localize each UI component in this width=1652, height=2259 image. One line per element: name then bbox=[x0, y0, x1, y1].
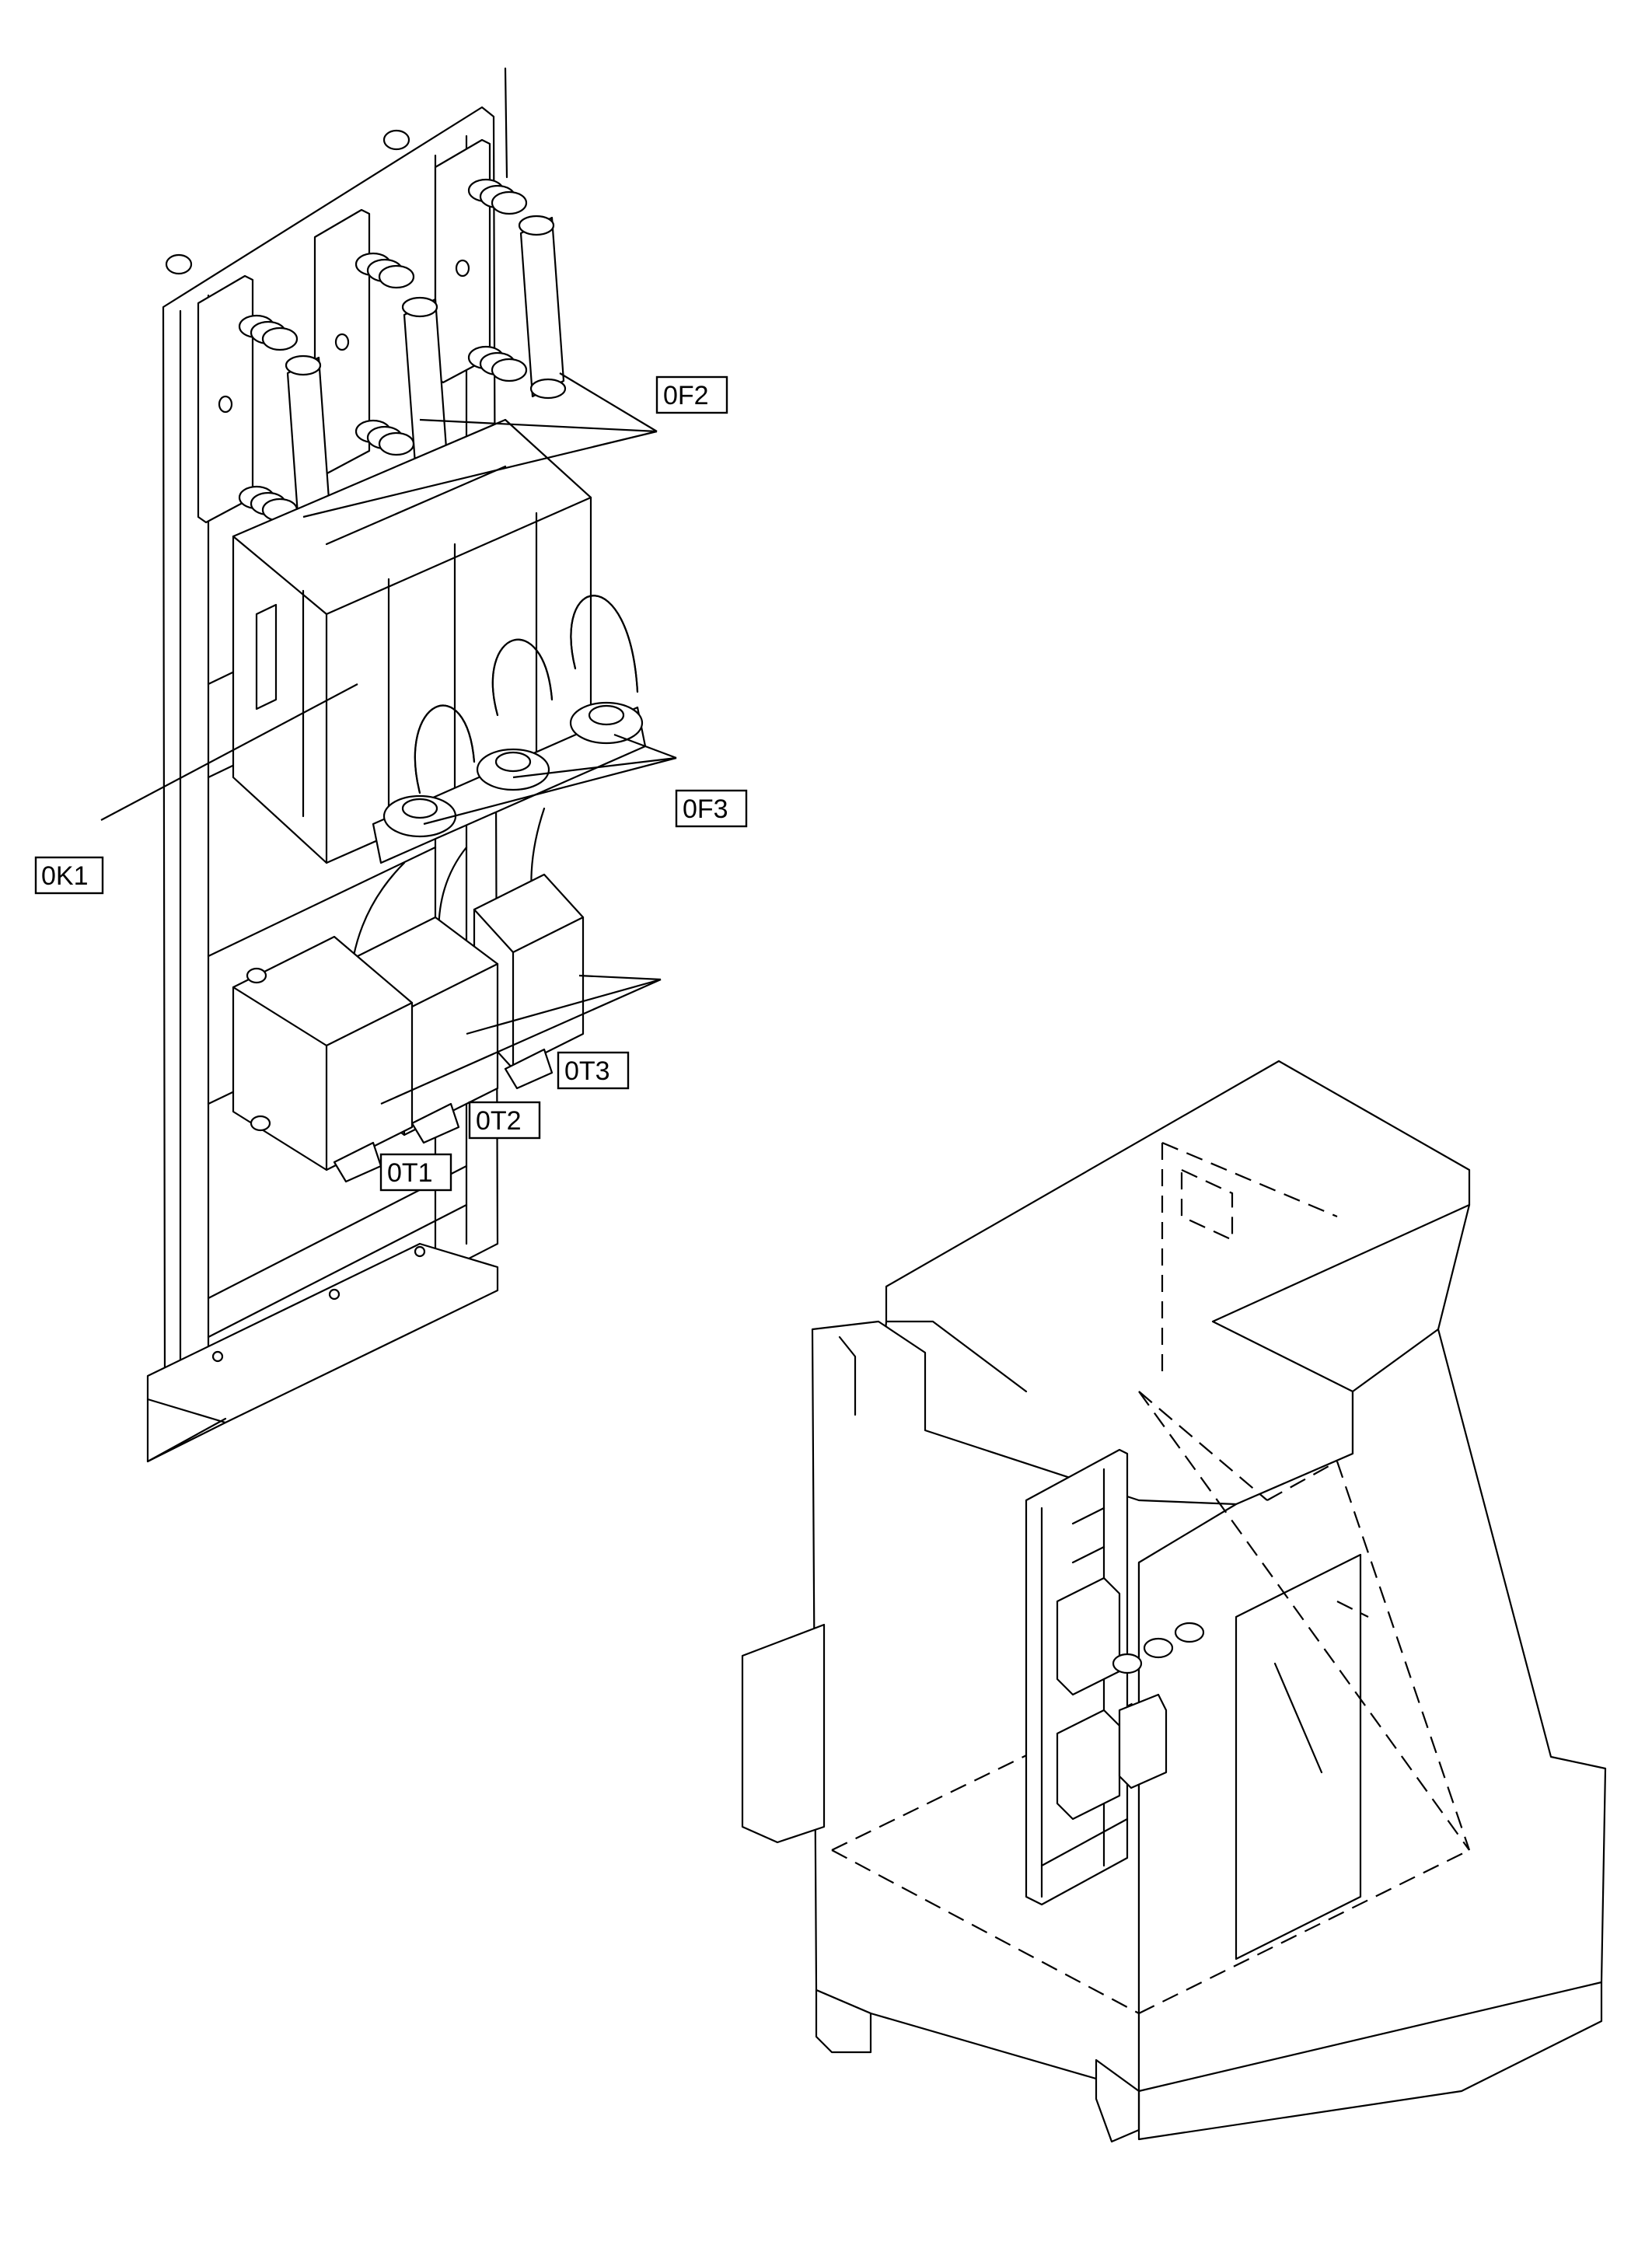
fuse-bracket-3 bbox=[434, 138, 491, 384]
label-0f2-text: 0F2 bbox=[663, 381, 709, 410]
label-0t2-text: 0T2 bbox=[476, 1106, 522, 1136]
transformer-0t1 bbox=[232, 935, 414, 1183]
transformer-0t3 bbox=[473, 873, 585, 1090]
label-0k1: 0K1 bbox=[34, 856, 104, 895]
mini-assembly bbox=[1025, 1448, 1205, 1906]
overview-cabinet bbox=[741, 1060, 1607, 2143]
fuse-bracket-1 bbox=[197, 274, 254, 524]
label-0t3-text: 0T3 bbox=[564, 1056, 610, 1086]
cabinet-right-face bbox=[1137, 1328, 1607, 2093]
cabinet-base bbox=[815, 1988, 872, 2054]
leader-lines bbox=[100, 372, 677, 1105]
fuse-0f2-right bbox=[467, 178, 567, 400]
fuse-0f2-middle bbox=[354, 252, 450, 477]
label-0t3: 0T3 bbox=[557, 1051, 630, 1090]
detail-assembly bbox=[100, 67, 677, 1463]
label-0t1: 0T1 bbox=[379, 1153, 452, 1192]
label-0f3: 0F3 bbox=[675, 789, 748, 828]
cable-loops bbox=[414, 595, 639, 794]
ring-0f3 bbox=[372, 701, 647, 864]
label-0t2: 0T2 bbox=[468, 1101, 541, 1140]
cabinet-side bbox=[741, 1623, 826, 1844]
label-0t1-text: 0T1 bbox=[387, 1158, 433, 1188]
label-0f3-text: 0F3 bbox=[683, 794, 728, 824]
label-0f2: 0F2 bbox=[655, 375, 728, 414]
fuse-bracket-2 bbox=[313, 208, 371, 477]
label-0k1-text: 0K1 bbox=[41, 861, 89, 891]
